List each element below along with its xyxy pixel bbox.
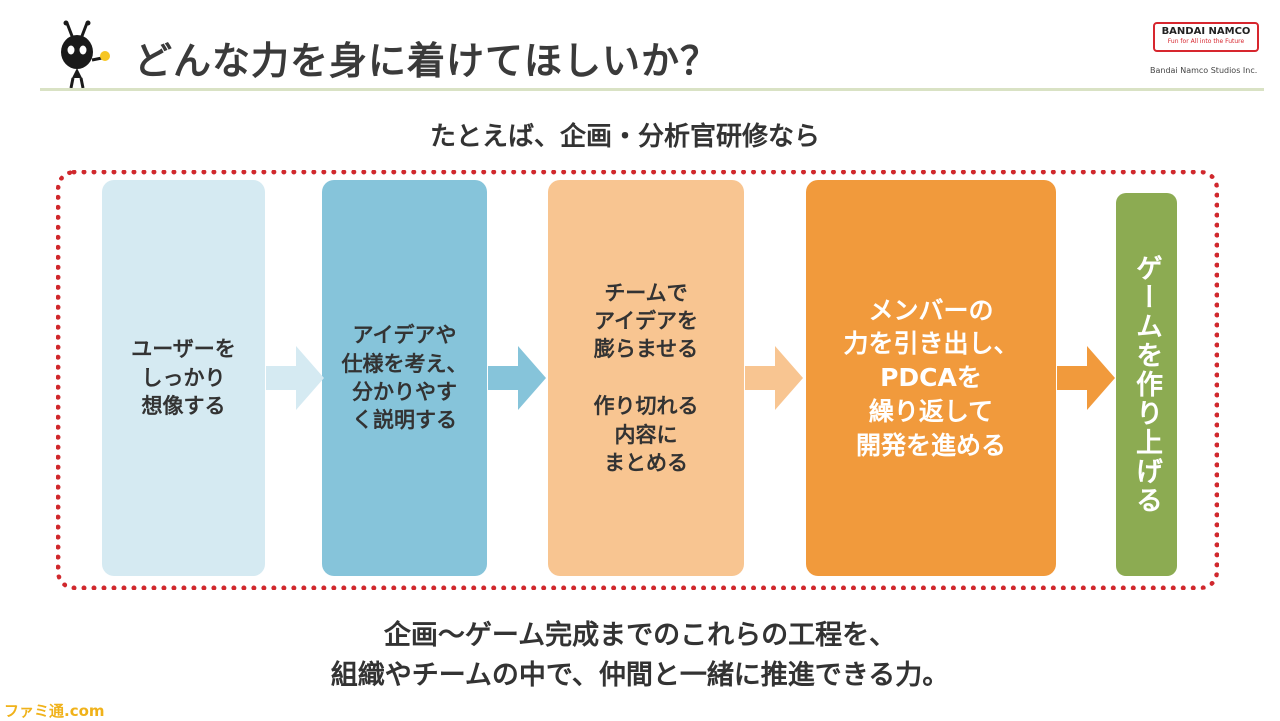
step-box-build-game: ゲームを作り上げる: [1116, 193, 1177, 576]
brand-logo: BANDAI NAMCO Fun for All into the Future: [1153, 22, 1259, 52]
arrow-right-icon: [1057, 346, 1115, 410]
company-name: Bandai Namco Studios Inc.: [1150, 66, 1258, 75]
step-box-imagine-user: ユーザーを しっかり 想像する: [102, 180, 265, 576]
step-text: メンバーの 力を引き出し、 PDCAを 繰り返して 開発を進める: [843, 295, 1019, 460]
mascot-icon: [56, 20, 116, 90]
brand-tagline: Fun for All into the Future: [1167, 38, 1245, 45]
arrow-right-icon: [488, 346, 546, 410]
arrow-right-icon: [266, 346, 324, 410]
step-box-pdca: メンバーの 力を引き出し、 PDCAを 繰り返して 開発を進める: [806, 180, 1056, 576]
arrow-right-icon: [745, 346, 803, 410]
step-box-explain-ideas: アイデアや 仕様を考え、 分かりやす く説明する: [322, 180, 487, 576]
step-text: ゲームを作り上げる: [1131, 254, 1162, 515]
process-frame: [56, 170, 1219, 590]
brand-logo-text: BANDAI NAMCO: [1161, 26, 1251, 37]
section-subtitle: たとえば、企画・分析官研修なら: [429, 122, 820, 152]
page-title: どんな力を身に着けてほしいか？: [134, 39, 720, 83]
watermark: ファミ通.com: [4, 702, 105, 720]
step-text: ユーザーを しっかり 想像する: [131, 337, 236, 419]
header-divider: [40, 88, 1264, 91]
step-text: チームで アイデアを 膨らませる 作り切れる 内容に まとめる: [593, 280, 699, 475]
summary-text: 企画～ゲーム完成までのこれらの工程を、 組織やチームの中で、仲間と一緒に推進でき…: [330, 620, 950, 691]
step-box-team-ideas: チームで アイデアを 膨らませる 作り切れる 内容に まとめる: [548, 180, 744, 576]
step-text: アイデアや 仕様を考え、 分かりやす く説明する: [341, 323, 468, 433]
